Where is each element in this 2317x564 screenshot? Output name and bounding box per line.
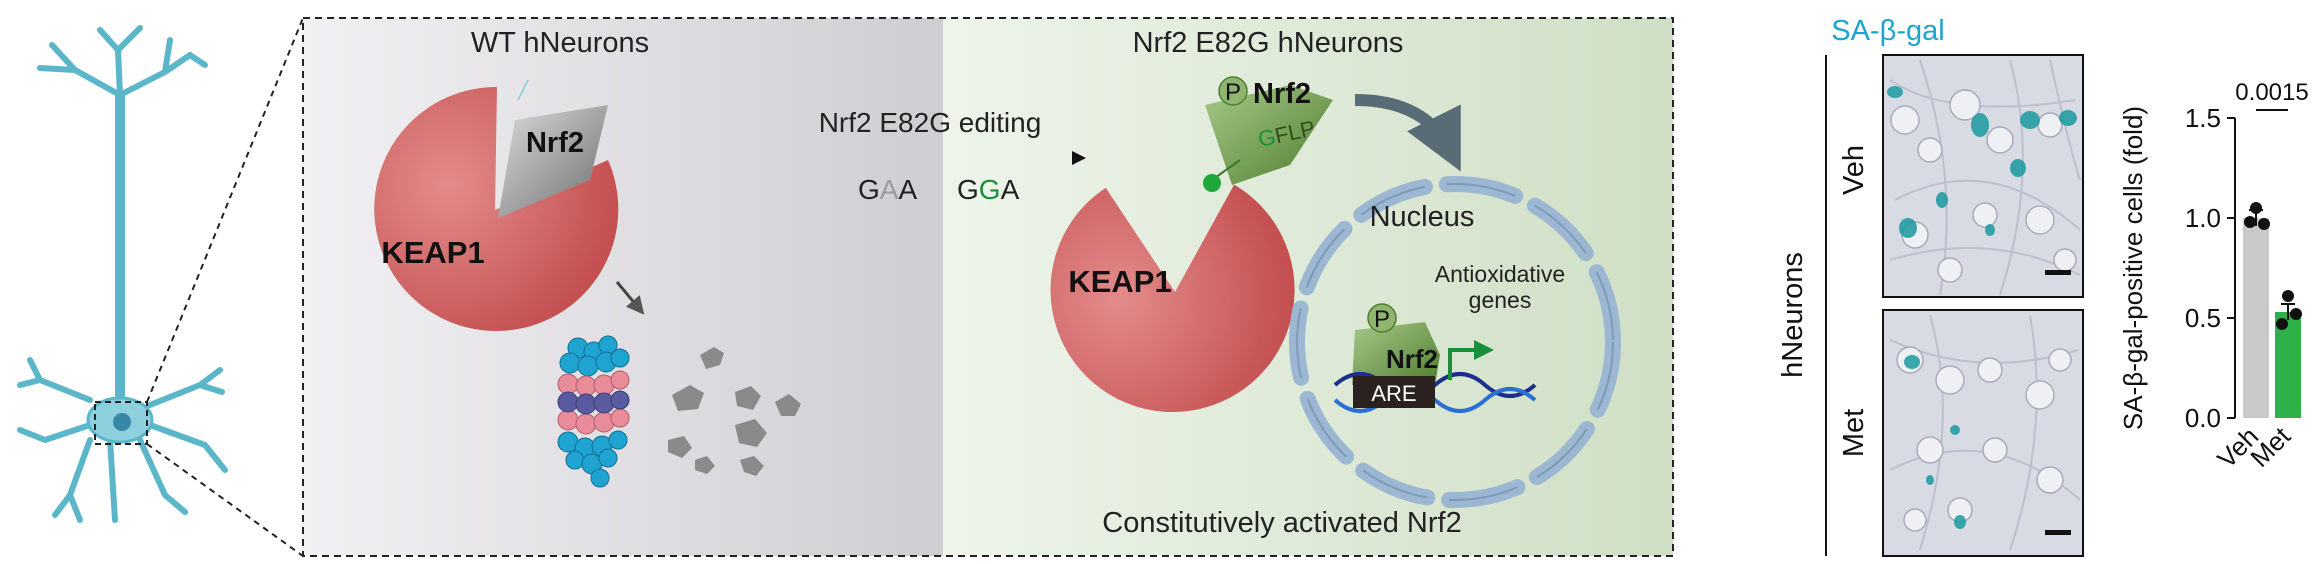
antiox-line2: genes [1469,287,1532,313]
antiox-line1: Antioxidative [1435,261,1565,287]
nrf2-mut-shape [1205,85,1333,185]
data-point [2282,290,2294,302]
phospho-circle [1218,76,1248,106]
keap1-wt-label: KEAP1 [381,235,484,270]
y-tick-label: 1.5 [2185,103,2221,133]
proteasome-icon [557,335,630,488]
nrf2-mut-label: Nrf2 [1253,78,1311,110]
bar-chart: 0.0 0.5 1.0 1.5 SA-β-gal-positive cells (fol… [2118,79,2309,474]
editing-arrow-head [1072,151,1086,165]
codon-wt: GAA [858,174,917,205]
codon-mutant: GGA [957,174,1020,205]
zoom-line-top [146,17,304,403]
x-tick-label: Met [2244,420,2296,472]
keap1-wt-shape [374,86,619,331]
y-tick-label: 1.0 [2185,203,2221,233]
keap1-wt-link [517,79,529,101]
degradation-arrow [615,281,645,315]
phospho-label: P [1225,79,1241,106]
codon-mut-g: G [957,174,979,205]
bar-veh [2243,218,2269,418]
nucleus-dot [113,413,131,431]
transcription-arrow [1448,340,1494,380]
codon-wt-g: G [858,174,880,205]
stain-title: SA-β-gal [1831,15,1944,47]
degraded-fragments [668,347,801,476]
row-label-met: Met [1838,409,1870,457]
nrf2-nuclear-label: Nrf2 [1386,344,1438,374]
nrf2-wt-shape [498,105,608,218]
nrf2-nuclear-shape [1352,322,1440,385]
codon-wt-a: A [880,174,899,205]
micrograph-veh [1882,54,2084,298]
are-label: ARE [1371,381,1416,406]
are-box [1353,376,1435,408]
translocation-arrow [1354,94,1461,172]
nrf2-wt-label: Nrf2 [526,127,584,159]
p-value-label: 0.0015 [2235,79,2308,106]
y-tick-label: 0.5 [2185,303,2221,333]
codon-mut-g2: G [979,174,1001,205]
data-point [2250,202,2262,214]
codon-mut-a: A [1001,174,1020,205]
bar-met [2275,312,2301,418]
data-point [2290,308,2302,320]
neuron-illustration [17,25,228,523]
gflp-g: G [1256,124,1278,152]
nrf2-mut-dot [1203,174,1221,192]
data-point [2258,218,2270,230]
y-tick-label: 0.0 [2185,403,2221,433]
codon-wt-a2: A [898,174,917,205]
schematic-frame [302,17,1674,557]
keap1-mut-shape [1050,184,1295,412]
row-label-veh: Veh [1838,145,1870,195]
caption: Constitutively activated Nrf2 [1102,507,1461,539]
data-point [2244,216,2256,228]
editing-label: Nrf2 E82G editing [819,107,1042,138]
phospho-label-nuclear: P [1374,306,1390,333]
y-axis-label: SA-β-gal-positive cells (fold) [2118,106,2148,430]
mutant-title: Nrf2 E82G hNeurons [1133,27,1404,59]
data-point [2276,318,2288,330]
nucleus-outline [1296,183,1614,501]
zoom-box [94,401,148,445]
group-label: hNeurons [1777,252,1809,378]
nucleus-label: Nucleus [1370,201,1475,233]
keap1-mut-label: KEAP1 [1068,264,1171,299]
wt-title: WT hNeurons [471,27,649,59]
phospho-circle-nuclear [1367,303,1397,333]
micrograph-met [1882,309,2084,557]
